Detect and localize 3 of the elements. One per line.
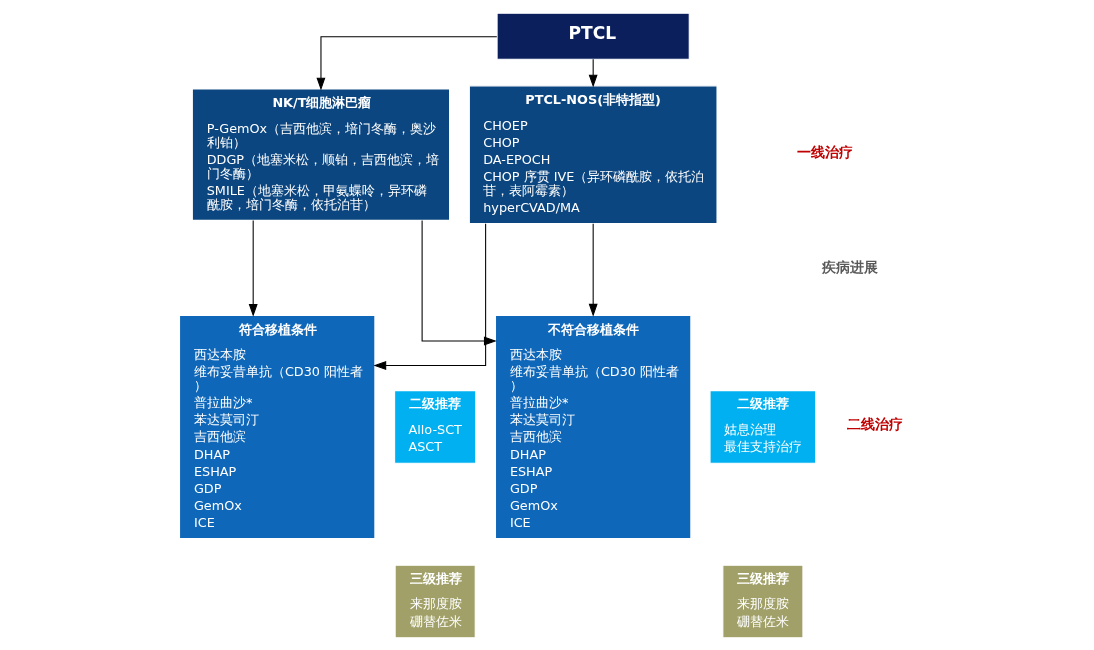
label: 一线治疗 (797, 143, 854, 160)
label: 二线治疗 (847, 415, 904, 432)
label: 疾病进展 (821, 258, 878, 275)
